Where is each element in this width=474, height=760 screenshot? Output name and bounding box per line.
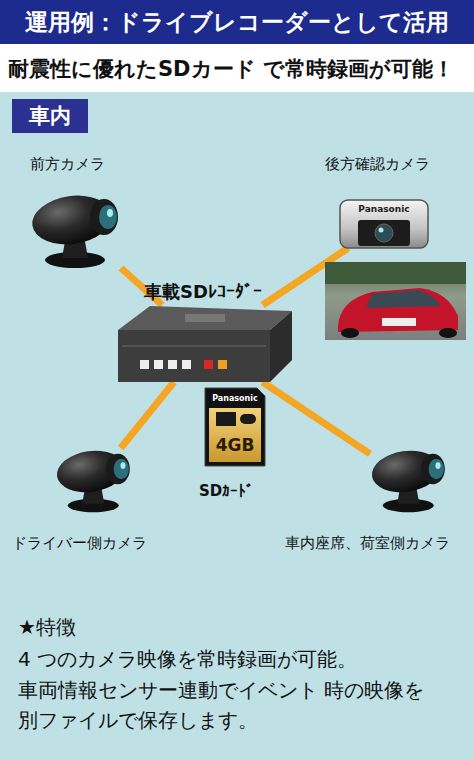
page-title: 運用例：ドライブレコーダーとして活用 <box>0 8 474 36</box>
camera-label: 前方カメラ <box>30 155 170 174</box>
capacity-text: 4GB <box>209 434 261 456</box>
cable-line <box>121 382 174 448</box>
brand-mark: Panasonic <box>342 203 426 215</box>
feature-heading: ★特徴 <box>18 614 318 640</box>
camera-label: ドライバー側カメラ <box>12 534 192 553</box>
camera-node: 前方カメラ <box>30 190 125 268</box>
recorder-label: 車載SDﾚｺｰﾀﾞｰ <box>144 280 304 304</box>
camera-node: 車内座席、荷室側カメラ <box>370 448 448 512</box>
panel-tab: 車内 <box>12 99 88 133</box>
brand-mark: Panasonic <box>205 394 265 404</box>
camera-label: 車内座席、荷室側カメラ <box>285 534 474 553</box>
feature-text: 車両情報センサー連動でイベント 時の映像を 別ファイルで保存します。 <box>18 675 438 735</box>
camera-node: ドライバー側カメラ <box>55 448 135 512</box>
cable-line <box>263 248 348 305</box>
cable-line <box>263 382 370 454</box>
title-band: 運用例：ドライブレコーダーとして活用 <box>0 0 474 46</box>
subtitle-text: 耐震性に優れたSDカード で常時録画が可能！ <box>8 56 474 83</box>
recorder-node: 車載SDﾚｺｰﾀﾞｰ <box>118 305 292 382</box>
feature-text: 4 つのカメラ映像を常時録画が可能。 <box>18 646 458 672</box>
camera-label: 後方確認カメラ <box>325 155 465 174</box>
cable-line <box>121 268 162 305</box>
sd-card-caption: SDｶｰﾄﾞ <box>199 482 279 500</box>
